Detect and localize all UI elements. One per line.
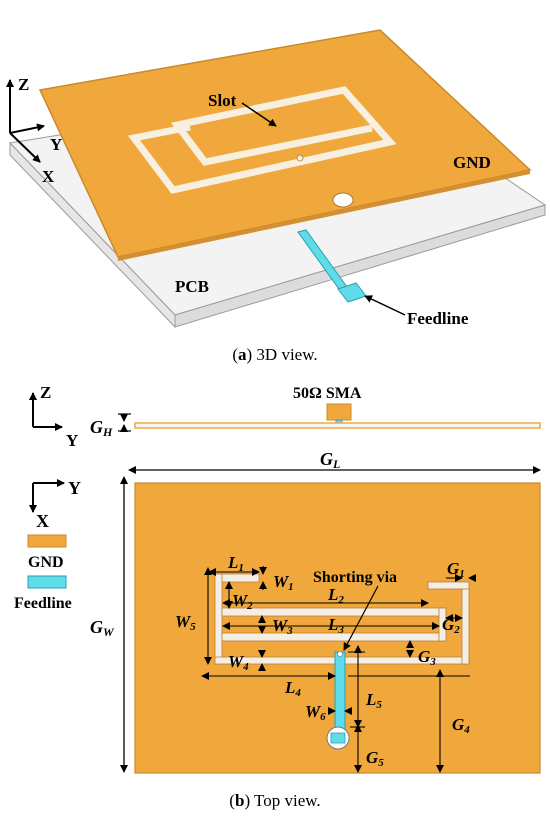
shorting-via-top [337,651,343,657]
dim-w6: W6 [305,702,326,723]
sma-label: 50Ω SMA [293,385,362,402]
dim-g2: G2 [442,615,460,636]
dim-gl: GL [320,449,340,471]
dim-lines [201,566,476,773]
dim-w3: W3 [272,616,293,637]
dim-l5: L5 [365,690,382,711]
shorting-via-3d [296,154,304,162]
legend-feedline-label: Feedline [14,595,72,612]
dim-w4: W4 [228,652,249,673]
dim-g1: G1 [447,559,465,580]
axes-side [29,392,63,431]
feedline-3d [297,229,367,303]
dim-g5: G5 [366,748,384,769]
dim-w2: W2 [232,591,253,612]
axis-y-side: Y [66,431,78,450]
dim-g3: G3 [418,647,436,668]
dim-gw: GW [90,617,115,639]
axes-3d [6,79,45,163]
dim-l3: L3 [327,615,344,636]
shorting-via-pointer [343,585,379,651]
dim-w5: W5 [175,612,196,633]
axis-y-3d: Y [50,135,62,154]
pcb-side [134,422,541,429]
pcb-label: PCB [175,277,209,296]
dim-labels: L1 W1 W2 L2 G1 W3 L3 G2 W5 W4 G3 L4 L5 W… [175,553,470,769]
axis-x-3d: X [42,167,55,186]
legend-feed-swatch [27,575,67,589]
dim-l4: L4 [284,678,301,699]
dim-l2: L2 [327,585,344,606]
axis-z-side: Z [40,383,51,402]
feed-pad [330,732,346,744]
view-3d: Z Y X Slot GND PCB Feedline (a) 3D view. [6,29,547,364]
gnd-plane-edge [118,170,530,261]
dim-l1: L1 [227,553,244,574]
dim-gh-arrows [118,413,131,432]
top-view: GL Y X GND Feedline GW [14,449,541,810]
axis-x-top: X [36,511,49,531]
side-view: Z Y 50Ω SMA GH [29,383,541,450]
caption-3d: (a) 3D view. [232,345,317,364]
caption-top: (b) Top view. [229,791,320,810]
axis-y-top: Y [68,478,81,498]
legend-gnd-label: GND [28,554,64,571]
sma-hole-3d [332,192,354,208]
legend-gnd-swatch [27,534,67,548]
dim-w1: W1 [273,572,294,593]
slot-label: Slot [208,91,237,110]
feedline-pointer [364,295,406,316]
axes-top [29,479,65,513]
slot-pointer [241,102,277,127]
axis-z-3d: Z [18,75,29,94]
feedline-label-3d: Feedline [407,309,469,328]
dim-g4: G4 [452,715,470,736]
dim-gh: GH [90,417,113,439]
sma-connector [326,403,352,421]
slot-3d [127,86,397,194]
gnd-label-3d: GND [453,153,491,172]
shorting-via-label: Shorting via [313,569,397,586]
